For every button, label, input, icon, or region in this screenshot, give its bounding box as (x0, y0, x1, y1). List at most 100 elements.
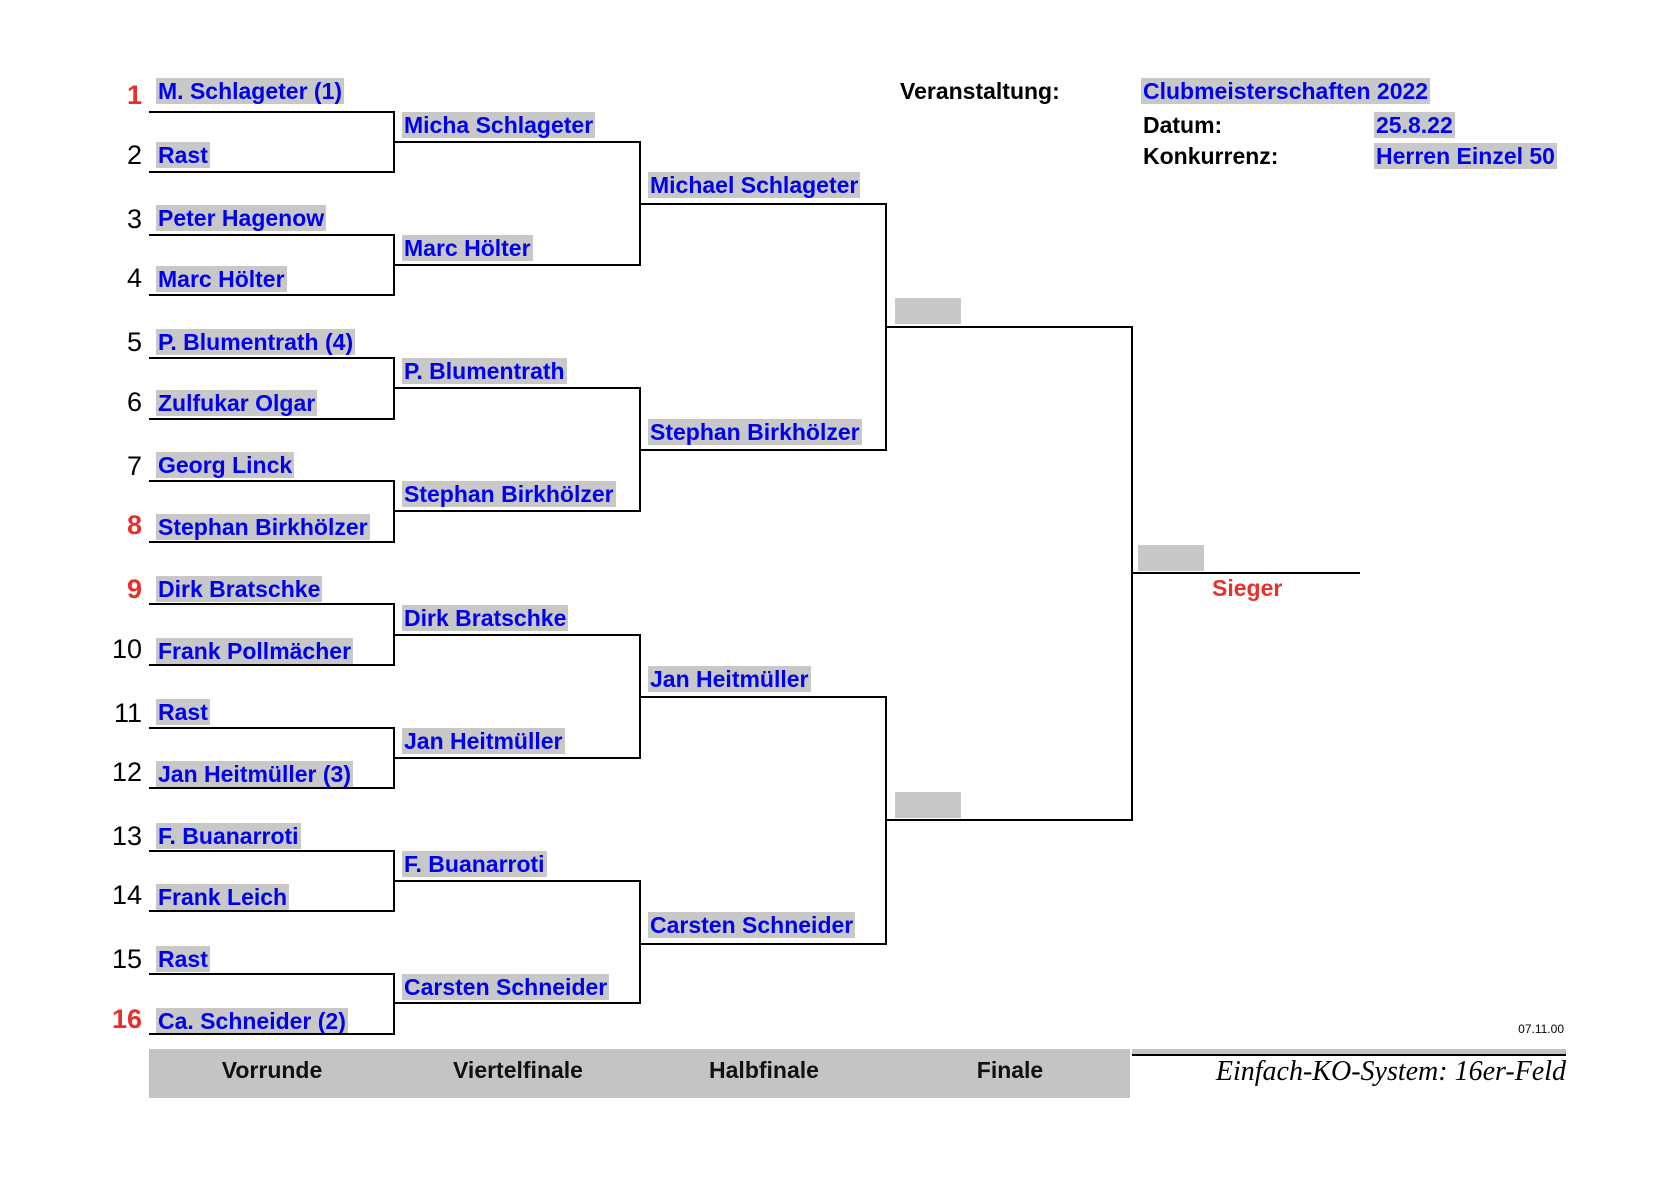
bracket-line (149, 787, 395, 789)
system-name: Einfach-KO-System: 16er-Feld (1215, 1056, 1566, 1087)
player-slot-4[interactable]: Marc Hölter (156, 266, 287, 292)
date-value[interactable]: 25.8.22 (1374, 112, 1455, 138)
player-slot-5[interactable]: P. Blumentrath (4) (156, 329, 356, 355)
round-label-halbfinale: Halbfinale (709, 1057, 819, 1083)
winner-slot[interactable] (1138, 545, 1204, 571)
bracket-line (149, 727, 395, 729)
player-slot-10[interactable]: Frank Pollmächer (156, 638, 354, 664)
player-slot-9[interactable]: Dirk Bratschke (156, 576, 323, 602)
quarterfinal-slot-2[interactable]: Marc Hölter (402, 235, 533, 261)
bracket-line (393, 727, 395, 789)
bracket-line (887, 819, 1133, 821)
draw-number-11: 11 (113, 698, 142, 728)
player-slot-12[interactable]: Jan Heitmüller (3) (156, 761, 353, 787)
round-label-finale: Finale (976, 1057, 1044, 1083)
bracket-line (149, 111, 395, 113)
event-label: Veranstaltung: (900, 78, 1060, 104)
player-slot-14[interactable]: Frank Leich (156, 884, 290, 910)
bracket-line (641, 943, 887, 945)
player-slot-13[interactable]: F. Buanarroti (156, 823, 301, 849)
draw-number-1: 1 (126, 80, 142, 110)
bracket-line (395, 880, 641, 882)
draw-number-3: 3 (126, 204, 142, 234)
player-slot-2[interactable]: Rast (156, 142, 210, 168)
system-divider-line (1132, 1054, 1566, 1056)
quarterfinal-slot-7[interactable]: F. Buanarroti (402, 851, 547, 877)
player-slot-3[interactable]: Peter Hagenow (156, 205, 327, 231)
bracket-line (393, 480, 395, 543)
player-slot-7[interactable]: Georg Linck (156, 452, 295, 478)
bracket-line (149, 171, 395, 173)
draw-number-12: 12 (111, 757, 142, 787)
semifinal-slot-1[interactable]: Michael Schlageter (648, 172, 861, 198)
semifinal-slot-3[interactable]: Jan Heitmüller (648, 666, 811, 692)
quarterfinal-slot-5[interactable]: Dirk Bratschke (402, 605, 569, 631)
bracket-line (393, 234, 395, 296)
bracket-line (1131, 572, 1360, 574)
bracket-line (395, 634, 641, 636)
round-labels-bar (149, 1049, 1130, 1098)
competition-label: Konkurrenz: (1143, 143, 1279, 169)
date-label: Datum: (1143, 112, 1223, 138)
bracket-line (149, 418, 395, 420)
draw-number-16: 16 (111, 1004, 142, 1034)
bracket-line (393, 850, 395, 912)
player-slot-8[interactable]: Stephan Birkhölzer (156, 514, 370, 540)
player-slot-11[interactable]: Rast (156, 699, 210, 725)
player-slot-15[interactable]: Rast (156, 946, 210, 972)
competition-value[interactable]: Herren Einzel 50 (1374, 143, 1557, 169)
bracket-line (149, 850, 395, 852)
round-label-vorrunde: Vorrunde (221, 1057, 323, 1083)
version-label: 07.11.00 (1518, 1022, 1564, 1036)
winner-label: Sieger (1212, 575, 1283, 601)
bracket-line (149, 234, 395, 236)
bracket-line (149, 357, 395, 359)
bracket-line (395, 757, 641, 759)
bracket-line (393, 973, 395, 1035)
draw-number-13: 13 (111, 821, 142, 851)
bracket-line (641, 696, 887, 698)
bracket-line (641, 449, 887, 451)
bracket-line (395, 1002, 641, 1004)
player-slot-16[interactable]: Ca. Schneider (2) (156, 1008, 348, 1034)
bracket-line (885, 203, 887, 451)
bracket-line (149, 541, 395, 543)
finalist-slot-2[interactable] (895, 792, 961, 818)
draw-number-7: 7 (126, 451, 142, 481)
quarterfinal-slot-6[interactable]: Jan Heitmüller (402, 728, 565, 754)
bracket-line (149, 973, 395, 975)
bracket-line (393, 603, 395, 666)
bracket-line (641, 203, 887, 205)
finalist-slot-1[interactable] (895, 298, 961, 324)
bracket-line (887, 326, 1133, 328)
draw-number-15: 15 (111, 944, 142, 974)
draw-number-8: 8 (126, 510, 142, 540)
player-slot-6[interactable]: Zulfukar Olgar (156, 390, 318, 416)
player-slot-1[interactable]: M. Schlageter (1) (156, 78, 345, 104)
quarterfinal-slot-8[interactable]: Carsten Schneider (402, 974, 610, 1000)
draw-number-4: 4 (126, 263, 142, 293)
quarterfinal-slot-3[interactable]: P. Blumentrath (402, 358, 567, 384)
semifinal-slot-4[interactable]: Carsten Schneider (648, 912, 856, 938)
bracket-line (393, 357, 395, 420)
bracket-line (149, 1033, 395, 1035)
semifinal-slot-2[interactable]: Stephan Birkhölzer (648, 419, 862, 445)
system-divider (1132, 1049, 1566, 1054)
bracket-line (639, 141, 641, 266)
round-label-viertelfinale: Viertelfinale (453, 1057, 583, 1083)
draw-number-9: 9 (126, 574, 142, 604)
bracket-line (395, 264, 641, 266)
bracket-line (149, 910, 395, 912)
event-value[interactable]: Clubmeisterschaften 2022 (1141, 78, 1431, 104)
draw-number-14: 14 (111, 880, 142, 910)
bracket-line (639, 880, 641, 1004)
bracket-line (149, 603, 395, 605)
bracket-line (149, 294, 395, 296)
quarterfinal-slot-1[interactable]: Micha Schlageter (402, 112, 596, 138)
draw-number-6: 6 (126, 387, 142, 417)
quarterfinal-slot-4[interactable]: Stephan Birkhölzer (402, 481, 616, 507)
bracket-line (885, 696, 887, 945)
draw-number-10: 10 (111, 634, 142, 664)
draw-number-2: 2 (126, 140, 142, 170)
bracket-line (639, 634, 641, 759)
